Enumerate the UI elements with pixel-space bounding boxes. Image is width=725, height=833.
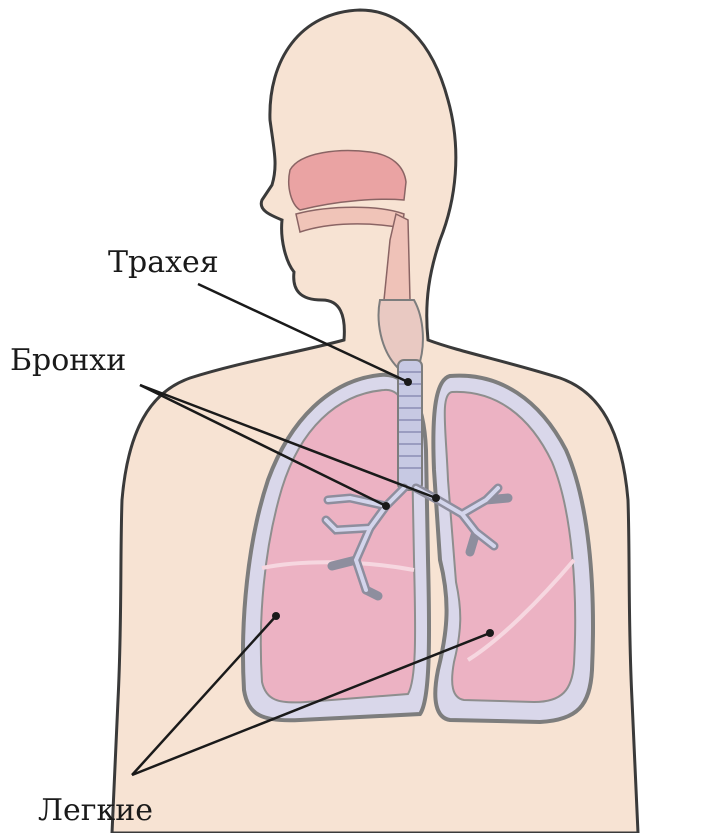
label-bronchi: Бронхи xyxy=(10,343,126,378)
label-lungs: Легкие xyxy=(38,793,153,828)
label-trachea: Трахея xyxy=(108,245,219,280)
